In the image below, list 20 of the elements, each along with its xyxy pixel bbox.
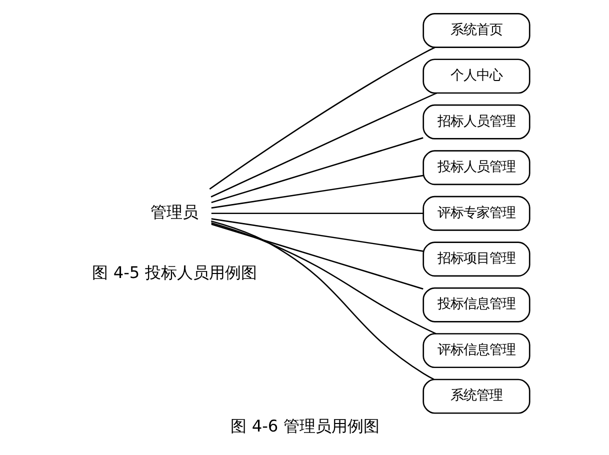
node-box: 个人中心 bbox=[422, 58, 530, 94]
label: 图 4-5 投标人员用例图 bbox=[92, 263, 256, 282]
node-box: 招标项目管理 bbox=[422, 242, 530, 277]
connector bbox=[210, 212, 423, 214]
node-box: 评标信息管理 bbox=[422, 333, 530, 368]
node-box: 评标专家管理 bbox=[422, 196, 530, 231]
node-box: 系统管理 bbox=[422, 378, 530, 414]
node-text: 管理员 bbox=[150, 202, 198, 222]
connector bbox=[210, 220, 434, 380]
connector bbox=[210, 224, 423, 290]
caption: 图 4-6 管理员用例图 bbox=[230, 416, 379, 436]
node-box: 投标信息管理 bbox=[422, 287, 530, 322]
connector bbox=[208, 46, 436, 190]
connector bbox=[210, 92, 436, 198]
connector bbox=[210, 174, 423, 209]
connector bbox=[210, 218, 423, 252]
node-box: 招标人员管理 bbox=[422, 104, 530, 140]
connector bbox=[210, 137, 423, 204]
node-box: 系统首页 bbox=[422, 12, 530, 48]
node-box: 投标人员管理 bbox=[422, 150, 530, 186]
